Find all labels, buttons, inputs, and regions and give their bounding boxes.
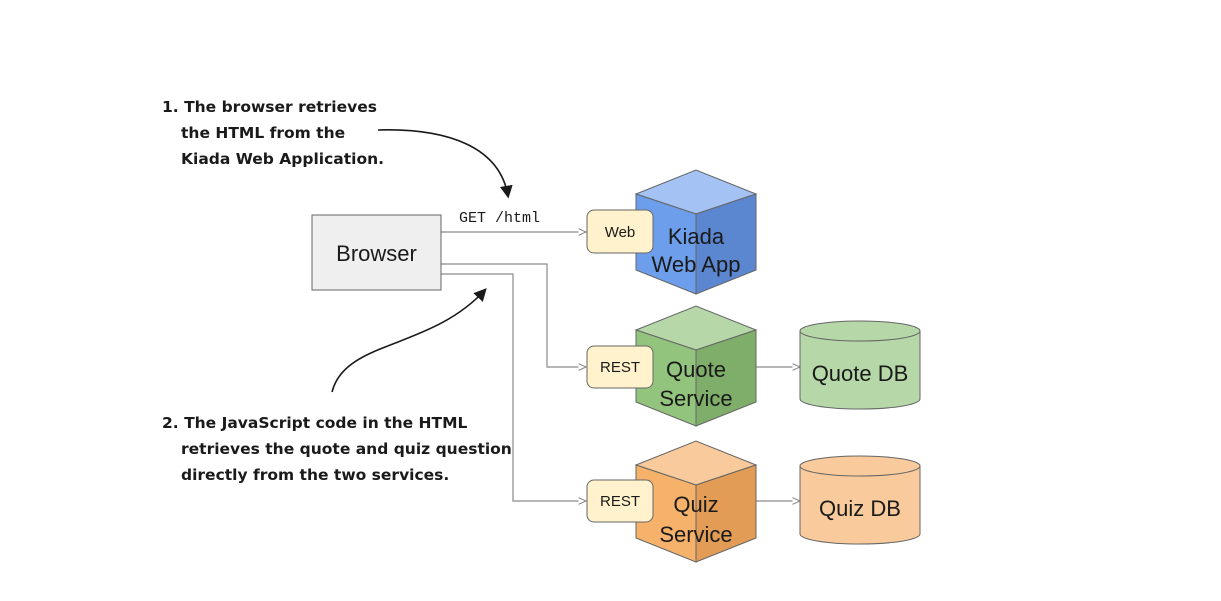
browser-node: Browser [311, 214, 442, 291]
annotation-step-1-line-3: Kiada Web Application. [181, 150, 384, 168]
quote-service-node: Quote Service [634, 305, 758, 427]
connector-browser-to-quiz [441, 273, 586, 501]
kiada-web-app-node: Kiada Web App [634, 169, 758, 295]
quiz-rest-port: REST [586, 479, 654, 523]
quote-label-line-2: Service [659, 386, 732, 411]
quiz-db-top [799, 455, 921, 477]
quote-db-top [799, 320, 921, 342]
request-label: GET /html [459, 210, 540, 227]
annotation-step-2-line-1: 2. The JavaScript code in the HTML [162, 414, 467, 432]
annotation-step-2: 2. The JavaScript code in the HTML retri… [162, 414, 512, 484]
connector-browser-to-quote [441, 263, 586, 367]
web-port-label: Web [605, 224, 636, 241]
browser-label: Browser [336, 241, 417, 266]
quote-db-node: Quote DB [799, 320, 921, 410]
annotation-step-1: 1. The browser retrieves the HTML from t… [162, 98, 384, 168]
quiz-db-label: Quiz DB [819, 496, 901, 521]
quote-rest-port: REST [586, 345, 654, 389]
annotation-step-2-line-2: retrieves the quote and quiz question [181, 440, 512, 458]
quiz-label-line-2: Service [659, 522, 732, 547]
kiada-label-line-2: Web App [652, 252, 741, 277]
annotation-step-1-arrow [377, 129, 513, 199]
quiz-db-body [799, 466, 921, 545]
quiz-label-line-1: Quiz [673, 492, 718, 517]
quote-rest-port-box [586, 345, 654, 389]
web-port: Web [586, 209, 654, 254]
quiz-rest-port-label: REST [600, 493, 640, 510]
web-port-box [586, 209, 654, 254]
browser-box [311, 214, 442, 291]
quote-db-label: Quote DB [812, 361, 909, 386]
annotation-step-2-arrow [331, 288, 487, 393]
kiada-cube-right [695, 193, 757, 295]
quote-cube-right [695, 329, 757, 427]
quote-rest-port-label: REST [600, 359, 640, 376]
annotation-step-1-line-2: the HTML from the [181, 124, 345, 142]
quiz-rest-port-box [586, 479, 654, 523]
quote-db-body [799, 331, 921, 410]
kiada-label-line-1: Kiada [668, 224, 725, 249]
annotation-step-1-line-1: 1. The browser retrieves [162, 98, 377, 116]
quiz-service-node: Quiz Service [634, 440, 758, 563]
quote-label-line-1: Quote [666, 357, 726, 382]
quiz-cube-right [695, 464, 757, 563]
annotation-step-2-line-3: directly from the two services. [181, 466, 449, 484]
quiz-db-node: Quiz DB [799, 455, 921, 545]
